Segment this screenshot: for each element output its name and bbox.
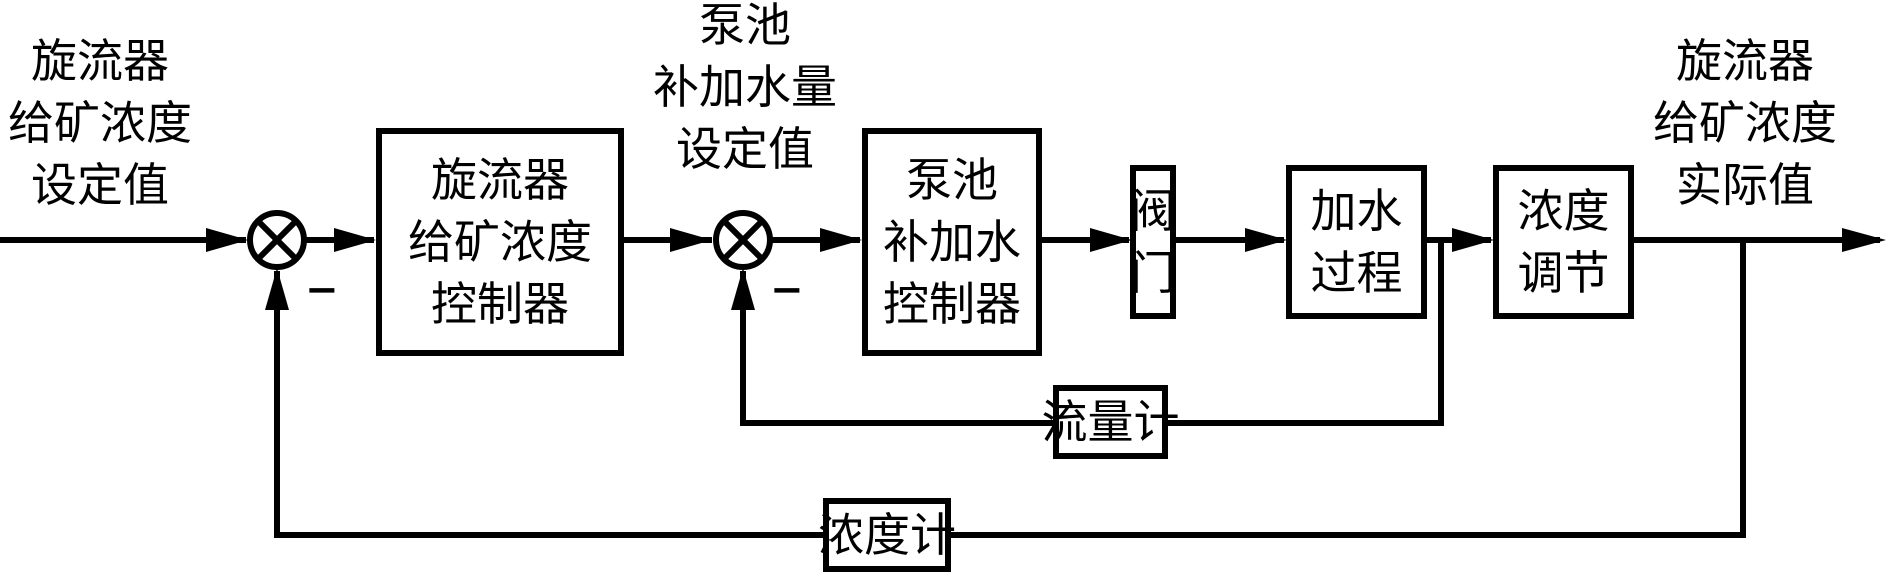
outer-minus-sign: −: [305, 266, 339, 313]
outer-controller-block: 旋流器 给矿浓度 控制器: [376, 128, 624, 356]
arrowhead: [334, 228, 376, 252]
valve-block: 阀 门: [1130, 165, 1176, 319]
wire-outer-feedback: [948, 240, 1746, 538]
sum-cross: [255, 218, 299, 262]
inner-setpoint-label: 泵池 补加水量 设定值: [653, 0, 837, 176]
arrowhead: [670, 228, 712, 252]
arrowhead: [265, 268, 289, 310]
density-meter-block: 浓度计: [818, 498, 956, 572]
input-setpoint-label: 旋流器 给矿浓度 设定值: [8, 34, 192, 212]
density-adjust-block: 浓度 调节: [1493, 165, 1634, 319]
arrowhead: [1842, 228, 1886, 252]
inner-minus-sign: −: [770, 266, 804, 313]
inner-controller-block: 泵池 补加水 控制器: [862, 128, 1042, 356]
arrowhead: [1452, 228, 1494, 252]
wire-inner-feedback-return: [740, 271, 1055, 426]
arrowhead: [1245, 228, 1287, 252]
output-actual-label: 旋流器 给矿浓度 实际值: [1653, 34, 1837, 212]
flow-meter-block: 流量计: [1042, 385, 1180, 459]
wire-inner-feedback: [1165, 240, 1444, 426]
arrowhead: [731, 268, 755, 310]
arrowhead: [820, 228, 862, 252]
arrowhead: [206, 228, 248, 252]
water-process-block: 加水 过程: [1286, 165, 1427, 319]
sum-cross: [721, 218, 765, 262]
wire-outer-feedback-return: [274, 271, 825, 538]
arrowhead: [1090, 228, 1132, 252]
